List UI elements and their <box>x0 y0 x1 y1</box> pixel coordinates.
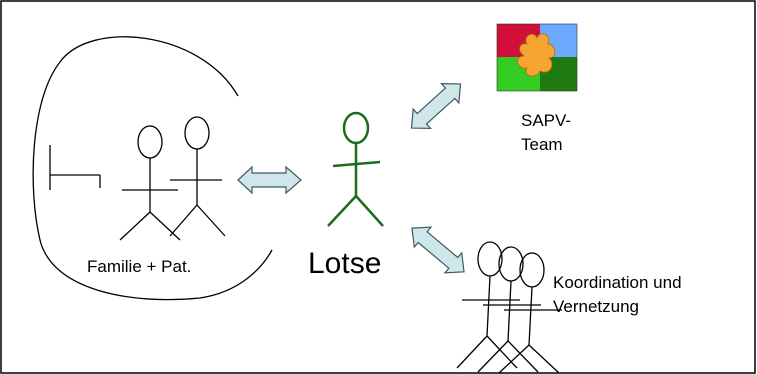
double-arrow-family-lotse <box>237 165 302 195</box>
network-figure-3 <box>498 252 562 374</box>
double-arrow-lotse-koordination <box>411 226 465 274</box>
puzzle-icon <box>496 23 578 92</box>
patient-figure <box>169 116 226 237</box>
network-figure-2 <box>477 246 541 373</box>
double-arrow-lotse-sapv <box>410 83 462 129</box>
sapv-label-line2: Team <box>521 135 563 154</box>
sapv-label-line1: SAPV- <box>521 111 571 130</box>
family-member-figure <box>119 125 181 241</box>
lotse-figure <box>327 111 384 227</box>
koordination-label-line2: Vernetzung <box>553 297 639 316</box>
bed-icon <box>49 145 101 190</box>
family-label: Familie + Pat. <box>87 257 191 276</box>
lotse-label: Lotse <box>308 247 381 280</box>
network-figure-1 <box>456 241 520 369</box>
family-enclosure <box>32 36 273 301</box>
koordination-label-line1: Koordination und <box>553 273 682 292</box>
